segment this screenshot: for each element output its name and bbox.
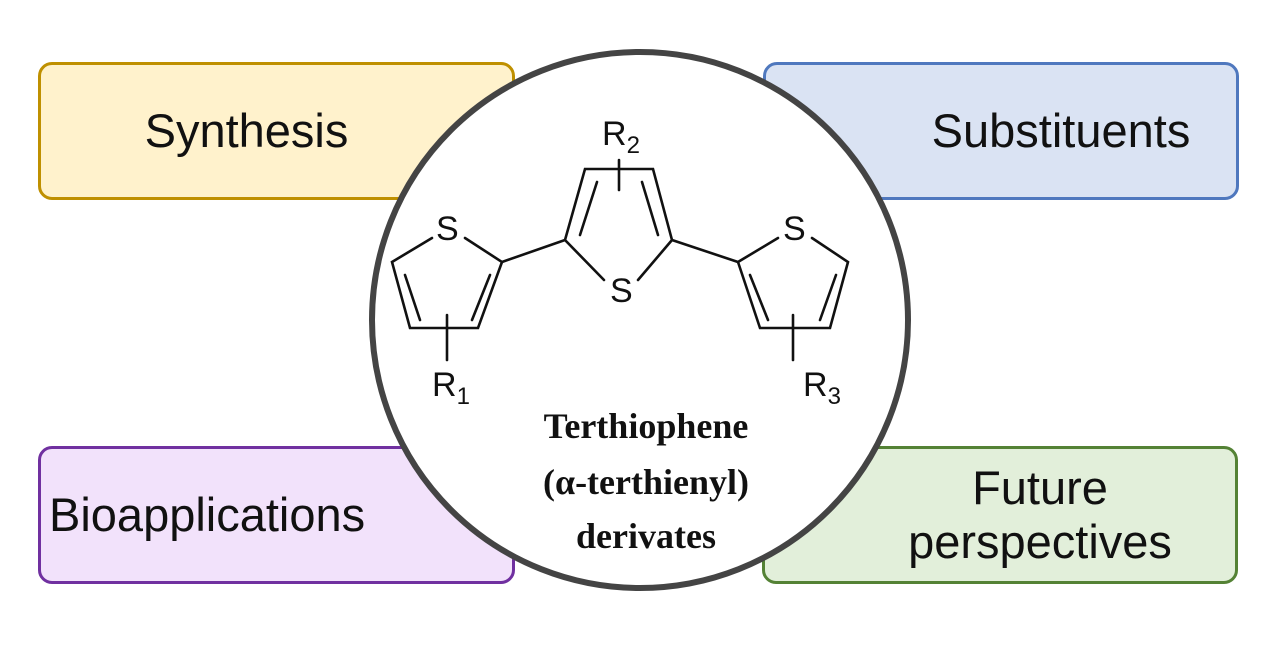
future-perspectives-box: Future perspectives (762, 446, 1238, 584)
future-label-line1: Future (972, 460, 1108, 514)
r3-letter: R (803, 366, 828, 404)
sulfur-right: S (783, 210, 806, 248)
terthiophene-structure: S S S R2 R1 R3 (390, 115, 850, 410)
r3-label: R3 (803, 366, 841, 410)
r2-letter: R (602, 115, 627, 153)
r3-subscript: 3 (828, 383, 841, 410)
substituents-label: Substituents (931, 103, 1191, 157)
r1-label: R1 (432, 366, 470, 410)
center-circle (369, 49, 911, 591)
bioapplications-label: Bioapplications (49, 487, 366, 541)
sulfur-left: S (436, 210, 459, 248)
sulfur-center: S (610, 272, 633, 310)
synthesis-box: Synthesis (38, 62, 515, 200)
r2-subscript: 2 (627, 132, 640, 159)
r1-subscript: 1 (457, 383, 470, 410)
r2-label: R2 (602, 115, 640, 159)
r1-letter: R (432, 366, 457, 404)
future-label-line2: perspectives (908, 515, 1172, 568)
substituents-box: Substituents (763, 62, 1239, 200)
center-title-line2: (α-terthienyl) (543, 462, 749, 502)
center-title-line1: Terthiophene (544, 406, 749, 446)
synthesis-label: Synthesis (144, 103, 349, 157)
center-title-line3: derivates (576, 516, 716, 556)
